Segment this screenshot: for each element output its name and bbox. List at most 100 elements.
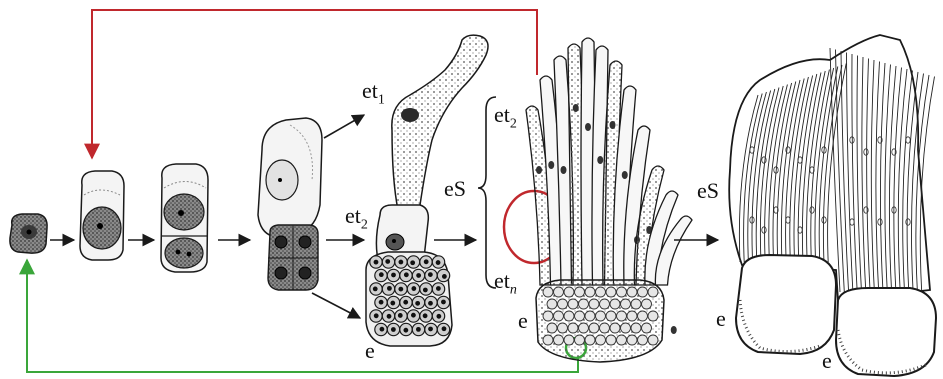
base-cell bbox=[621, 299, 631, 309]
e-cell-nucleus bbox=[441, 300, 446, 305]
label-et2-stage5: et2 bbox=[345, 205, 368, 232]
elongated-cell-nucleus bbox=[610, 121, 616, 129]
elongated-cell-nucleus bbox=[622, 171, 628, 179]
label-e-stage7a: e bbox=[716, 308, 726, 330]
base-cell bbox=[564, 311, 574, 321]
base-cell bbox=[638, 287, 648, 297]
base-cell bbox=[627, 335, 637, 345]
e-cell-nucleus bbox=[416, 273, 421, 278]
base-cell bbox=[621, 323, 631, 333]
e-cell-nucleus bbox=[387, 286, 392, 291]
e-cell-nucleus bbox=[423, 288, 428, 293]
base-cell bbox=[648, 335, 658, 345]
base-cell bbox=[617, 311, 627, 321]
base-cell bbox=[617, 335, 627, 345]
e-cell-nucleus bbox=[410, 260, 415, 265]
e-cell-nucleus bbox=[403, 300, 408, 305]
e-cell-nucleus bbox=[374, 313, 379, 318]
e-cell-nucleus bbox=[423, 313, 428, 318]
e-cell-nucleus bbox=[373, 286, 378, 291]
elongated-cell-nucleus bbox=[548, 161, 554, 169]
elongated-cell-nucleus bbox=[573, 104, 579, 112]
elongated-cell-nucleus bbox=[597, 156, 603, 164]
base-cell bbox=[606, 311, 616, 321]
base-cell bbox=[627, 311, 637, 321]
base-cell bbox=[648, 287, 658, 297]
base-cell bbox=[638, 311, 648, 321]
e-cell-nucleus bbox=[403, 328, 408, 333]
e-cell-nucleus bbox=[436, 314, 441, 319]
base-cell bbox=[596, 311, 606, 321]
base-cell bbox=[564, 287, 574, 297]
label-e-stage5: e bbox=[365, 340, 375, 362]
elongated-cell-nucleus bbox=[671, 326, 677, 334]
base-cell bbox=[579, 323, 589, 333]
e-cell-nucleus bbox=[424, 259, 429, 264]
base-cell bbox=[589, 299, 599, 309]
base-cell bbox=[610, 323, 620, 333]
e-cell-nucleus bbox=[442, 274, 447, 279]
e-cell-nucleus bbox=[442, 326, 447, 331]
e-cell-nucleus bbox=[428, 301, 433, 306]
e-cell-nucleus bbox=[411, 313, 416, 318]
e-cell-nucleus bbox=[436, 286, 441, 291]
stage-1-single-cell bbox=[10, 214, 47, 253]
base-cell bbox=[642, 299, 652, 309]
base-cell bbox=[585, 335, 595, 345]
base-cell bbox=[610, 299, 620, 309]
base-cell bbox=[627, 287, 637, 297]
base-cell bbox=[575, 311, 585, 321]
stage-3-dividing-cell bbox=[161, 164, 208, 272]
e-cell-nucleus bbox=[404, 272, 409, 277]
base-cell bbox=[575, 335, 585, 345]
base-cell bbox=[575, 287, 585, 297]
label-etn: etn bbox=[494, 270, 517, 297]
base-cell bbox=[568, 323, 578, 333]
label-et1: et1 bbox=[362, 80, 385, 107]
base-cell bbox=[543, 287, 553, 297]
base-cell bbox=[600, 323, 610, 333]
e-cell-nucleus bbox=[391, 327, 396, 332]
e-cell-nucleus bbox=[416, 327, 421, 332]
base-cell bbox=[554, 311, 564, 321]
arrow-4-to-e bbox=[312, 293, 360, 318]
base-cell bbox=[558, 323, 568, 333]
e-cell-nucleus bbox=[379, 272, 384, 277]
arrow-4-to-et1 bbox=[324, 115, 364, 138]
label-et2-stage6: et2 bbox=[494, 104, 517, 131]
base-cell bbox=[600, 299, 610, 309]
label-eS-left: eS bbox=[444, 178, 466, 200]
base-cell bbox=[547, 299, 557, 309]
e-cell-nucleus bbox=[374, 260, 379, 265]
base-cell bbox=[543, 311, 553, 321]
e-cell-nucleus bbox=[387, 314, 392, 319]
base-cell bbox=[596, 335, 606, 345]
e-cell-nucleus bbox=[415, 301, 420, 306]
e-cell-nucleus bbox=[428, 327, 433, 332]
stage-6-base-cells bbox=[543, 287, 658, 345]
label-eS-right: eS bbox=[697, 180, 719, 202]
base-cell bbox=[547, 323, 557, 333]
elongated-cell-nucleus bbox=[585, 123, 591, 131]
base-cell bbox=[638, 335, 648, 345]
base-cell bbox=[596, 287, 606, 297]
base-cell bbox=[631, 299, 641, 309]
stage-2-cell bbox=[80, 171, 124, 260]
e-cell-nucleus bbox=[391, 273, 396, 278]
e-cell-nucleus bbox=[398, 313, 403, 318]
base-cell bbox=[631, 323, 641, 333]
e-cell-nucleus bbox=[390, 301, 395, 306]
base-cell bbox=[568, 299, 578, 309]
base-cell bbox=[585, 287, 595, 297]
base-cell bbox=[579, 299, 589, 309]
base-cell bbox=[585, 311, 595, 321]
base-cell bbox=[642, 323, 652, 333]
e-cell-nucleus bbox=[380, 327, 385, 332]
e-cell-nucleus bbox=[411, 286, 416, 291]
base-cell bbox=[606, 335, 616, 345]
e-cell-nucleus bbox=[398, 287, 403, 292]
label-e-stage6: e bbox=[518, 310, 528, 332]
base-cell bbox=[606, 287, 616, 297]
elongated-cell-nucleus bbox=[561, 166, 567, 174]
